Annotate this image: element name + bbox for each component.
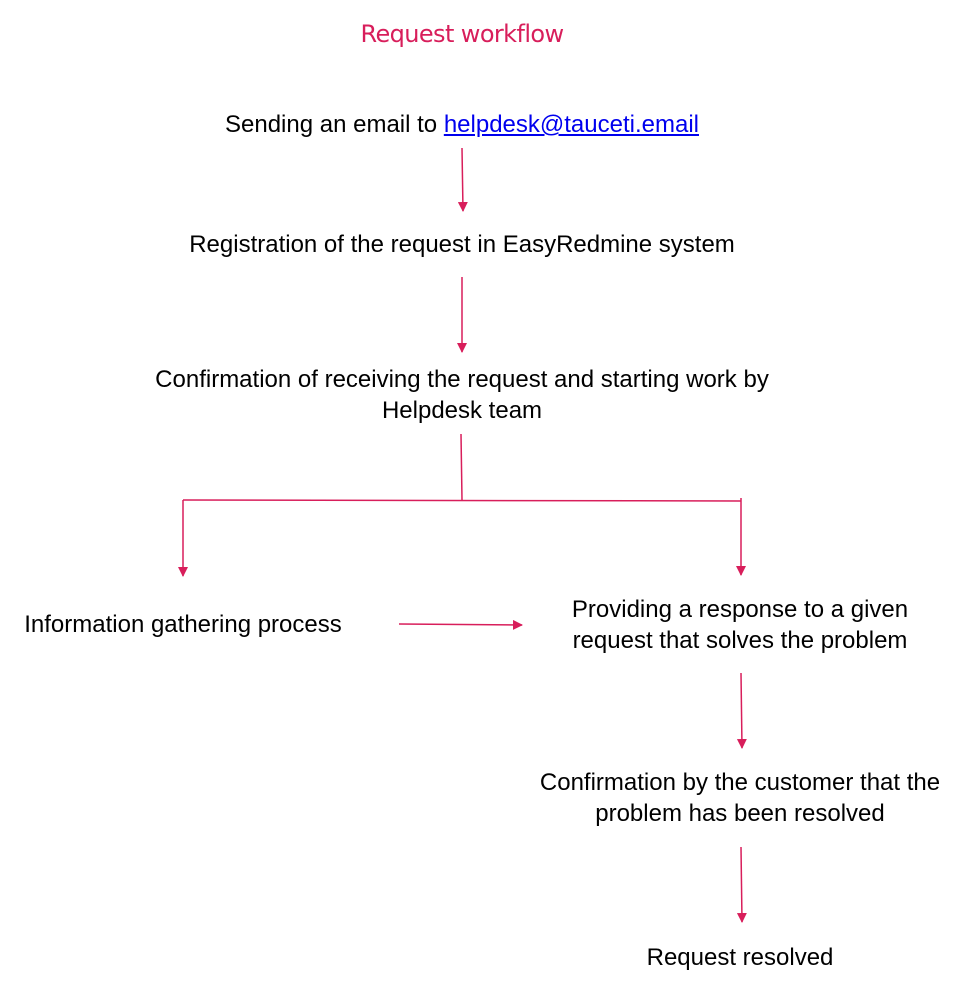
step-provide-response-line2: request that solves the problem — [572, 627, 908, 654]
step-send-email-text: Sending an email to — [225, 111, 444, 138]
connector-branch-horizontal — [182, 499, 742, 502]
helpdesk-email-link[interactable]: helpdesk@tauceti.email — [443, 111, 699, 138]
step-customer-confirmation-line1: Confirmation by the customer that the — [539, 769, 941, 796]
arrow-response-to-customer — [736, 672, 747, 749]
step-confirmation-line1: Confirmation of receiving the request an… — [155, 366, 769, 393]
arrow-gathering-to-response — [398, 619, 523, 630]
arrow-email-to-registration — [457, 147, 468, 212]
step-registration: Registration of the request in EasyRedmi… — [189, 231, 735, 258]
step-request-resolved: Request resolved — [646, 944, 834, 971]
arrow-customer-to-resolved — [736, 846, 747, 923]
step-send-email: Sending an email to helpdesk@tauceti.ema… — [0, 109, 924, 140]
step-customer-confirmation: Confirmation by the customer that the pr… — [515, 767, 965, 829]
step-provide-response-line1: Providing a response to a given — [571, 596, 909, 623]
step-confirmation: Confirmation of receiving the request an… — [0, 364, 924, 426]
step-information-gathering: Information gathering process — [24, 611, 342, 638]
step-customer-confirmation-line2: problem has been resolved — [595, 800, 885, 827]
connector-confirmation-down — [460, 433, 463, 501]
diagram-title: Request workflow — [360, 20, 564, 48]
step-confirmation-line2: Helpdesk team — [381, 397, 543, 424]
step-provide-response: Providing a response to a given request … — [520, 594, 960, 656]
